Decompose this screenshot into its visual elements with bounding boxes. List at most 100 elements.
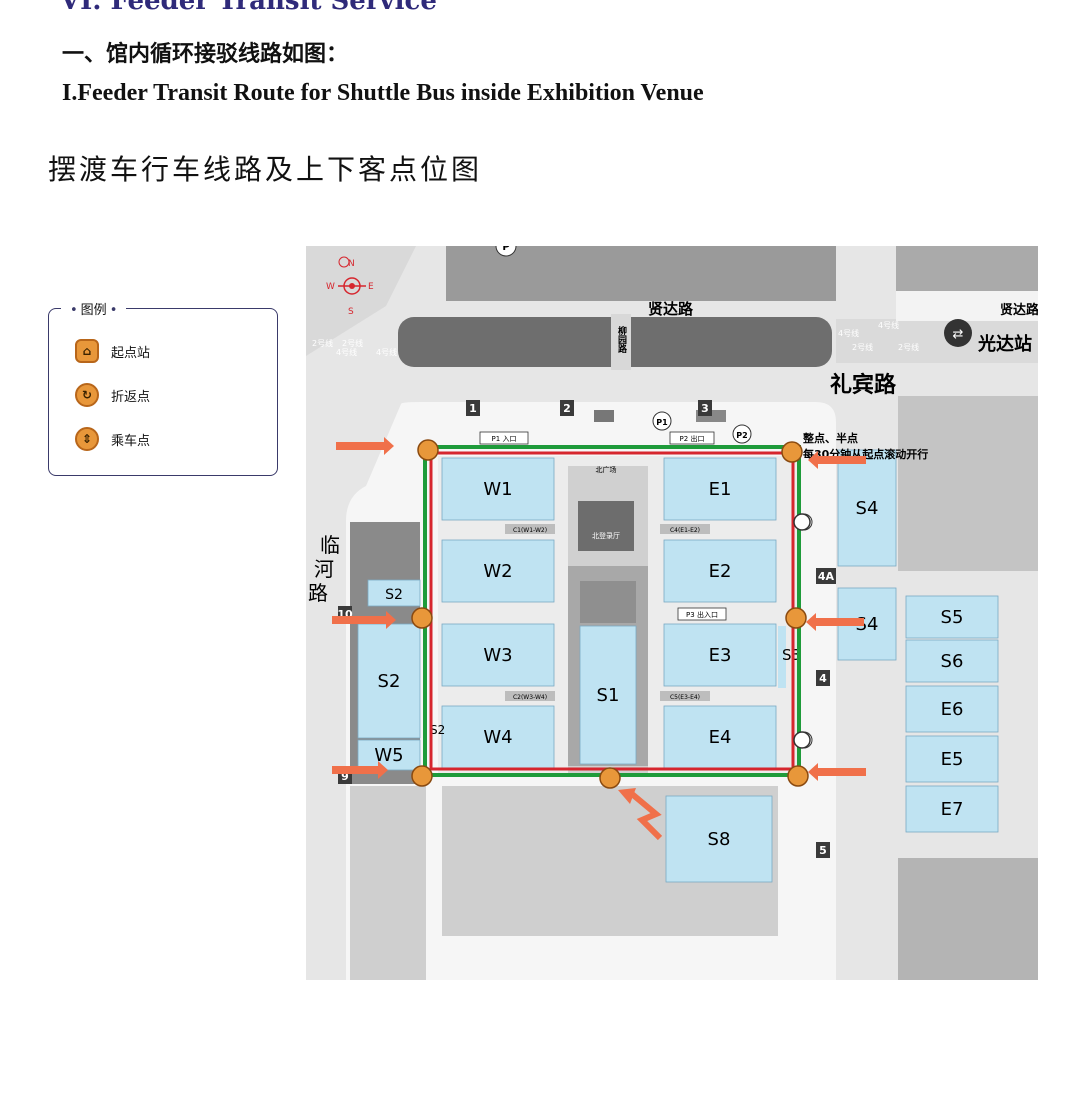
access-arrowhead-4	[378, 761, 388, 779]
metro-line-7: 2号线	[852, 342, 873, 352]
corridor-c2-box	[505, 691, 555, 701]
hall-e4	[663, 705, 777, 769]
boarding-point-marker-6	[787, 765, 809, 787]
bus-start-icon: ⌂	[75, 339, 99, 363]
legend-label-boarding: 乘车点	[111, 433, 151, 449]
hall-label-s5: S5	[941, 607, 964, 628]
metro-line-2: 2号线	[342, 338, 363, 348]
turnaround-icon: ↻	[75, 383, 99, 407]
parking-p2-label: P2	[736, 431, 747, 440]
gate-label-3: 4	[819, 672, 827, 685]
boarding-point-marker-4	[411, 765, 433, 787]
corridor-c4-box	[660, 524, 710, 534]
south-entry-arrowhead	[618, 788, 636, 804]
gate-label-0: 1	[469, 402, 477, 415]
south-entry-arrow	[630, 791, 663, 841]
parking-p1-entrance-box	[479, 431, 529, 445]
hall-s2	[357, 623, 421, 739]
heading-en: I.Feeder Transit Route for Shuttle Bus i…	[62, 80, 704, 106]
hall-label-w4: W4	[483, 727, 512, 748]
north-hall-label: 北登录厅	[592, 531, 620, 540]
heading-cn: 一、馆内循环接驳线路如图：	[62, 42, 349, 67]
hall-label-w1: W1	[483, 479, 512, 500]
gate-marker-5	[816, 842, 830, 858]
access-arrowhead-1	[808, 451, 818, 469]
east-building-top	[898, 396, 1038, 571]
parking-p2-icon	[732, 424, 752, 444]
hall-label-e3: E3	[709, 645, 732, 666]
hall-label-e1: E1	[709, 479, 732, 500]
legend-title: 图例	[61, 299, 127, 318]
hall-label-e2: E2	[709, 561, 732, 582]
road-linhe-1: 临	[320, 533, 340, 557]
bus-start-marker-1	[781, 441, 803, 463]
hall-label-e6: E6	[941, 699, 964, 720]
parking-top-label: P	[502, 246, 509, 253]
corridor-c5-box	[660, 691, 710, 701]
access-arrowhead-2	[386, 611, 396, 629]
hall-w1	[441, 457, 555, 521]
metro-line-6: 4号线	[878, 320, 899, 330]
gate-label-1: 2	[563, 402, 571, 415]
metro-icon	[944, 319, 972, 347]
legend-label-start: 起点站	[111, 345, 151, 361]
hall-s6	[905, 639, 999, 683]
hall-s3	[778, 626, 786, 688]
hall-label-e7: E7	[941, 799, 964, 820]
hall-label-s2small: S2	[385, 587, 403, 603]
hall-label-w2: W2	[483, 561, 512, 582]
north-hall-block	[578, 501, 634, 551]
xianda-road-east	[896, 291, 1038, 321]
sw-plaza	[350, 786, 426, 980]
metro-line-4: 4号线	[376, 347, 397, 357]
parking-p3-gate-box	[677, 607, 727, 621]
hall-label-s6: S6	[941, 651, 964, 672]
hall-label-w5: W5	[374, 745, 403, 766]
east-building-bottom	[898, 858, 1038, 980]
corridor-c1-label: C1(W1-W2)	[513, 527, 547, 534]
metro-station-label: 光达站	[977, 333, 1032, 355]
hall-s1	[579, 625, 637, 765]
hall-e5	[905, 735, 999, 783]
parking-top-icon	[495, 246, 517, 257]
gate-marker-2	[698, 400, 712, 416]
hall-w4	[441, 705, 555, 769]
legend-item-boarding: ⇕ 乘车点	[75, 427, 150, 451]
compass-s: S	[348, 307, 354, 317]
hall-label-s8: S8	[708, 829, 731, 850]
s1-top-block	[580, 581, 636, 623]
hall-label-s1: S1	[597, 685, 620, 706]
corridor-c2-label: C2(W3-W4)	[513, 694, 547, 701]
legend-box: 图例 ⌂ 起点站 ↻ 折返点 ⇕ 乘车点	[48, 299, 278, 476]
parking-p2-exit-box	[669, 431, 715, 445]
gate-label-2: 3	[701, 402, 709, 415]
legend-item-turnaround: ↻ 折返点	[75, 383, 150, 407]
north-structure	[594, 410, 614, 422]
hall-w3	[441, 623, 555, 687]
hall-e3	[663, 623, 777, 687]
metro-icon-glyph: ⇄	[953, 327, 964, 342]
ne-building-block	[896, 246, 1038, 291]
hall-s8	[665, 795, 773, 883]
hall-e1	[663, 457, 777, 521]
road-linhe-2: 河	[314, 557, 334, 581]
hall-label-s2b: S2	[430, 723, 445, 737]
road-liuyuan-label: 柳园路	[616, 325, 627, 354]
access-arrowhead-5	[808, 763, 818, 781]
turnaround-marker-8	[793, 731, 811, 749]
hall-e6	[905, 685, 999, 733]
hall-label-s2: S2	[378, 671, 401, 692]
section-title-cut: VI. Feeder Transit Service	[60, 0, 437, 16]
metro-corridor	[836, 319, 1038, 363]
metro-line-5: 4号线	[838, 328, 859, 338]
hall-s4	[837, 449, 897, 567]
corridor-c1-box	[505, 524, 555, 534]
hall-label-w3: W3	[483, 645, 512, 666]
gate-label-4: 4A	[818, 570, 835, 583]
metro-line-1: 2号线	[312, 338, 333, 348]
parking-p2-exit: P2 出口	[680, 434, 705, 443]
hall-label-e4: E4	[709, 727, 732, 748]
compass-rose	[338, 256, 366, 295]
compass-w: W	[326, 282, 335, 292]
